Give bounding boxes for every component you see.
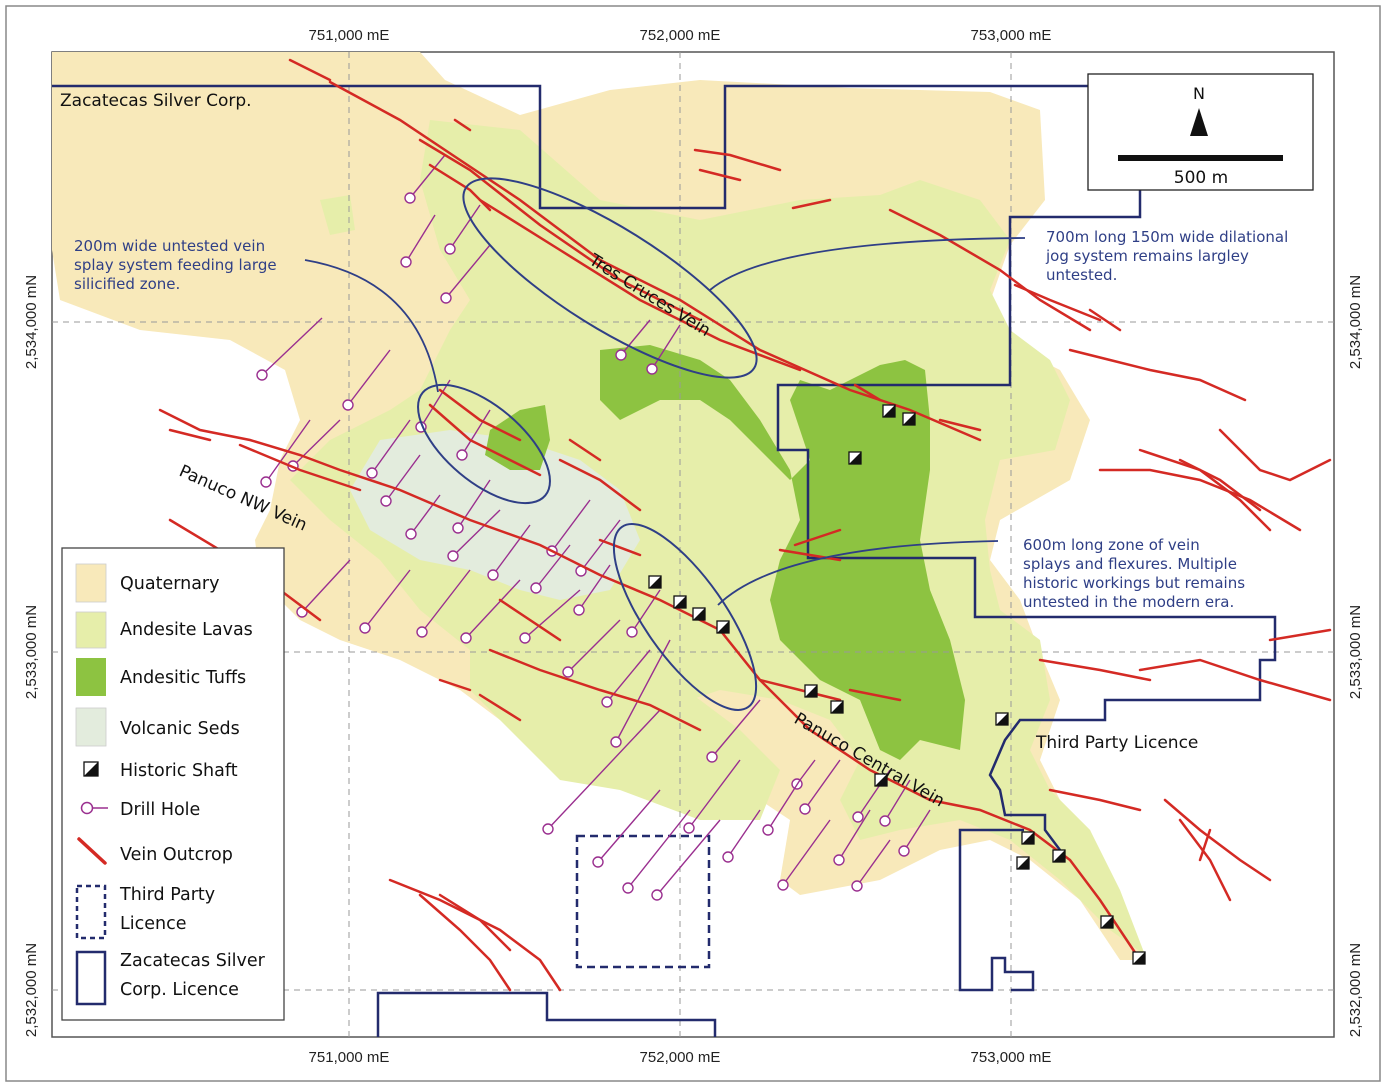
volcanic-seds-swatch — [75, 707, 107, 747]
legend-label-vein-outcrop: Vein Outcrop — [120, 845, 233, 865]
easting-label-753000-bottom: 753,000 mE — [971, 1049, 1052, 1066]
annotation-top-right-line-2: jog system remains largley — [1045, 247, 1249, 265]
annotation-mid-right-line-2: splays and flexures. Multiple — [1023, 555, 1237, 573]
legend-label-andesite-lavas: Andesite Lavas — [120, 620, 253, 640]
northing-label-2534000-left: 2,534,000 mN — [23, 275, 40, 369]
vein-outcrops — [158, 58, 1332, 992]
easting-label-753000-top: 753,000 mE — [971, 27, 1052, 44]
scale-bar — [1118, 155, 1283, 161]
zacatecas-licence-boundary — [52, 84, 1277, 1037]
vein-outcrop-icon — [77, 837, 107, 865]
historic-shaft-icon — [83, 761, 99, 777]
drill-hole-icon — [80, 801, 108, 815]
easting-label-751000-top: 751,000 mE — [309, 27, 390, 44]
zacatecas-licence-icon — [75, 950, 107, 1006]
legend-label-third-party-line-2: Licence — [120, 914, 186, 934]
third-party-licence-boundary — [575, 834, 711, 969]
northing-label-2532000-right: 2,532,000 mN — [1347, 943, 1364, 1037]
northing-label-2533000-left: 2,533,000 mN — [23, 605, 40, 699]
northing-label-2532000-left: 2,532,000 mN — [23, 943, 40, 1037]
easting-label-752000-top: 752,000 mE — [640, 27, 721, 44]
annotation-mid-right-line-1: 600m long zone of vein — [1023, 536, 1200, 554]
north-arrow-icon — [1190, 108, 1208, 136]
northing-label-2534000-right: 2,534,000 mN — [1347, 275, 1364, 369]
legend-label-quaternary: Quaternary — [120, 574, 219, 594]
annotation-left-line-3: silicified zone. — [74, 275, 180, 293]
scale-label: 500 m — [1174, 168, 1228, 188]
annotation-mid-right: 600m long zone of vein splays and flexur… — [1023, 536, 1245, 611]
legend-label-zacatecas-line-2: Corp. Licence — [120, 980, 239, 1000]
northing-labels-right: 2,534,000 mN 2,533,000 mN 2,532,000 mN — [1347, 275, 1364, 1037]
historic-shafts — [648, 404, 1146, 965]
andesite-lavas-unit — [290, 120, 1145, 955]
north-arrow-scale-box: N 500 m — [1087, 73, 1314, 191]
easting-label-751000-bottom: 751,000 mE — [309, 1049, 390, 1066]
annotation-top-right-line-1: 700m long 150m wide dilational — [1046, 228, 1288, 246]
third-party-licence-icon — [75, 884, 107, 940]
annotation-mid-right-line-3: historic workings but remains — [1023, 574, 1245, 592]
legend: Quaternary Andesite Lavas Andesitic Tuff… — [61, 547, 285, 1021]
annotation-top-right: 700m long 150m wide dilational jog syste… — [1045, 228, 1288, 284]
easting-labels-top: 751,000 mE 752,000 mE 753,000 mE — [309, 27, 1052, 44]
quaternary-swatch — [75, 563, 107, 603]
easting-labels-bottom: 751,000 mE 752,000 mE 753,000 mE — [309, 1049, 1052, 1066]
andesite-lavas-swatch — [75, 611, 107, 649]
target-zone-ellipses — [417, 177, 758, 711]
annotation-left-line-2: splay system feeding large — [74, 256, 277, 274]
legend-label-historic-shaft: Historic Shaft — [120, 761, 238, 781]
legend-label-third-party-line-1: Third Party — [119, 885, 215, 905]
north-label: N — [1193, 84, 1205, 103]
northing-labels-left: 2,534,000 mN 2,533,000 mN 2,532,000 mN — [23, 275, 40, 1037]
annotation-left-line-1: 200m wide untested vein — [74, 237, 265, 255]
andesitic-tuffs-swatch — [76, 658, 106, 696]
zacatecas-silver-label: Zacatecas Silver Corp. — [60, 91, 252, 111]
legend-label-volcanic-seds: Volcanic Seds — [120, 719, 240, 739]
legend-label-andesitic-tuffs: Andesitic Tuffs — [120, 668, 246, 688]
legend-label-zacatecas-line-1: Zacatecas Silver — [120, 951, 266, 971]
legend-label-drill-hole: Drill Hole — [120, 800, 200, 820]
easting-label-752000-bottom: 752,000 mE — [640, 1049, 721, 1066]
annotation-leaders — [304, 237, 1026, 606]
northing-label-2533000-right: 2,533,000 mN — [1347, 605, 1364, 699]
annotation-left: 200m wide untested vein splay system fee… — [74, 237, 277, 293]
annotation-mid-right-line-4: untested in the modern era. — [1023, 593, 1234, 611]
drill-holes — [256, 154, 931, 901]
third-party-licence-label: Third Party Licence — [1035, 733, 1198, 753]
annotation-top-right-line-3: untested. — [1046, 266, 1117, 284]
